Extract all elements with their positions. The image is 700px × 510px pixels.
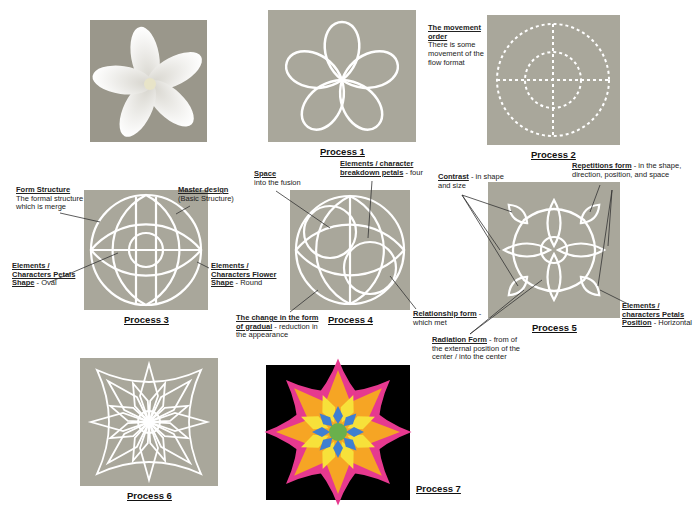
annotation-heading: Radiation Form: [432, 335, 487, 344]
annotation: Elements / Characters Flower Shape - Rou…: [211, 262, 288, 288]
process-panel: Process 3: [84, 190, 208, 310]
annotation: The change in the form of gradual - redu…: [236, 314, 322, 340]
annotation-text: The formal structure which is merge: [16, 194, 83, 212]
annotation-text: (Basic Structure): [178, 194, 234, 203]
process-panel: Process 1: [268, 10, 416, 142]
annotation-heading: The movement order: [428, 23, 481, 41]
annotation: Radiation Form - from of the external po…: [432, 336, 527, 362]
process-caption: Process 3: [124, 314, 169, 325]
process-panel: Process 6: [80, 358, 218, 486]
annotation: Elements / character breakdown petals - …: [340, 160, 428, 177]
process-caption: Process 5: [532, 322, 577, 333]
annotation-heading: Repetitions form: [572, 161, 632, 170]
annotation-text: - four: [405, 168, 423, 177]
process-panel: Process 5: [488, 182, 620, 318]
process-1-drawing: [268, 10, 416, 142]
annotation: Elements / Characters Petals Shape - Ova…: [12, 262, 90, 288]
annotation: Repetitions form - in the shape, directi…: [572, 162, 694, 179]
annotation-text: - Round: [236, 278, 263, 287]
annotation: Relationship form - which met: [413, 310, 485, 327]
process-6-drawing: [80, 358, 218, 486]
annotation: Master design(Basic Structure): [178, 186, 248, 203]
process-panel: Process 4: [290, 190, 410, 310]
annotation-heading: Elements / character breakdown petals: [340, 159, 413, 177]
annotation: Spaceinto the fusion: [254, 170, 324, 187]
annotation-heading: Master design: [178, 185, 228, 194]
annotation-text: - Horizontal: [654, 318, 692, 327]
process-4-drawing: [290, 190, 410, 310]
flower-photo: [90, 20, 208, 142]
process-caption: Process 6: [127, 490, 172, 501]
annotation-heading: Contrast: [438, 172, 469, 181]
process-3-drawing: [84, 190, 208, 310]
leader-lines: [50, 181, 628, 334]
process-panel: Process 2: [487, 15, 620, 145]
process-caption: Process 2: [531, 149, 576, 160]
annotation-heading: Space: [254, 169, 276, 178]
annotation: Elements / characters Petals Position - …: [622, 302, 696, 328]
process-2-drawing: [487, 15, 620, 145]
annotation-text: There is some movement of the flow forma…: [428, 40, 484, 66]
annotation: The movement orderThere is some movement…: [428, 24, 484, 67]
annotation: Form StructureThe formal structure which…: [16, 186, 96, 212]
process-caption: Process 4: [328, 314, 373, 325]
process-7-drawing: [264, 358, 411, 505]
annotation-heading: Form Structure: [16, 185, 70, 194]
process-caption: Process 7: [416, 483, 461, 494]
process-panel: Process 7: [266, 365, 410, 500]
process-caption: Process 1: [320, 146, 365, 157]
annotation-heading: Relationship form: [413, 309, 477, 318]
annotation: Contrast - in shape and size: [438, 173, 510, 190]
annotation-text: - Oval: [37, 278, 57, 287]
process-5-drawing: [488, 182, 620, 318]
annotation-text: into the fusion: [254, 178, 301, 187]
